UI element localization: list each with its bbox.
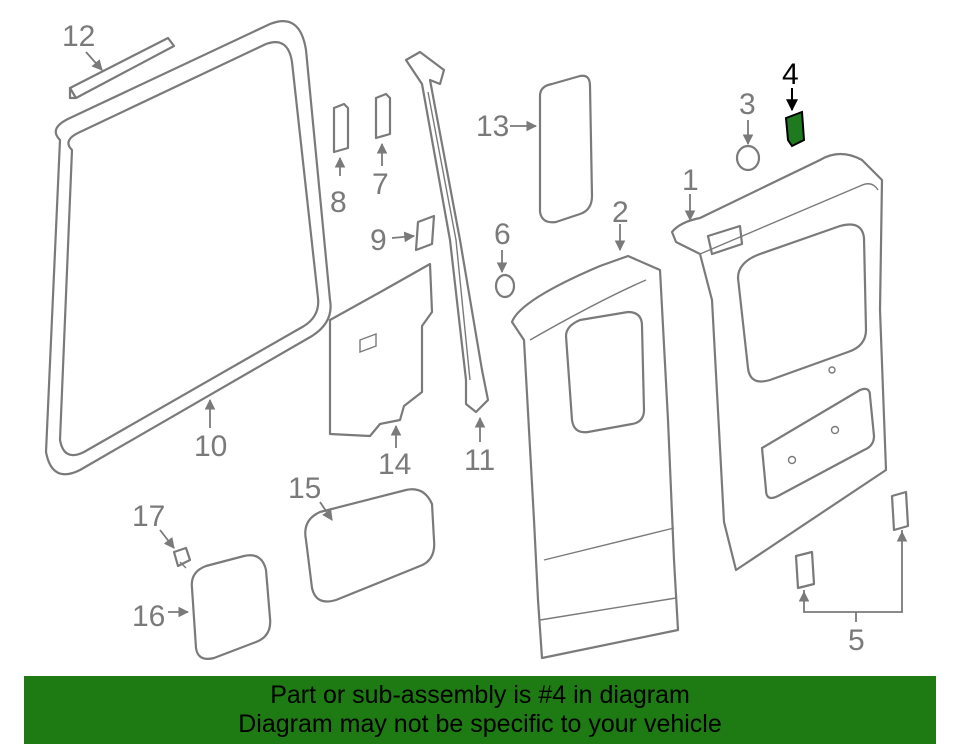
- part-17-bolt: [172, 546, 192, 569]
- callout-6: 6: [494, 218, 511, 251]
- part-5-stopper-b: [890, 490, 910, 532]
- callout-11: 11: [464, 444, 495, 477]
- part-7-clip: [374, 92, 392, 140]
- part-9-pad: [414, 214, 436, 252]
- part-10-seal: [44, 20, 332, 476]
- callout-15: 15: [288, 472, 321, 505]
- part-14-trim-panel: [328, 262, 434, 438]
- callout-1: 1: [682, 164, 699, 197]
- part-3-cap: [735, 144, 761, 172]
- part-8-clip: [332, 102, 350, 154]
- callout-2: 2: [612, 196, 629, 229]
- callout-9: 9: [370, 224, 387, 257]
- callout-16: 16: [132, 600, 165, 633]
- part-16-grid-guard: [190, 554, 272, 660]
- callout-17: 17: [132, 500, 165, 533]
- callout-14: 14: [378, 448, 411, 481]
- part-5-stopper-a: [794, 550, 816, 590]
- part-13-panel: [538, 74, 594, 224]
- callout-3: 3: [739, 88, 756, 121]
- part-6-grommet: [494, 273, 516, 299]
- callout-5: 5: [848, 624, 865, 657]
- info-banner: Part or sub-assembly is #4 in diagram Di…: [24, 676, 936, 744]
- part-12-strip: [68, 36, 176, 100]
- part-2-left-door: [510, 254, 680, 660]
- callout-7: 7: [372, 168, 389, 201]
- callout-8: 8: [330, 186, 347, 219]
- banner-line-1: Part or sub-assembly is #4 in diagram: [270, 681, 690, 709]
- callout-12: 12: [62, 20, 95, 53]
- part-11-rod: [404, 50, 490, 414]
- leader-lines: [85, 51, 908, 622]
- part-1-right-door: [670, 152, 888, 572]
- callout-labels: 1 2 3 4 5 6 7 8 9 10 11 12 13 14 15 16 1…: [62, 20, 865, 657]
- banner-line-2: Diagram may not be specific to your vehi…: [238, 710, 722, 738]
- part-15-grid-guard: [304, 488, 436, 603]
- callout-4: 4: [782, 58, 799, 91]
- part-4-highlighted-clip: [784, 110, 806, 148]
- callout-10: 10: [194, 430, 227, 463]
- callout-13: 13: [476, 110, 509, 143]
